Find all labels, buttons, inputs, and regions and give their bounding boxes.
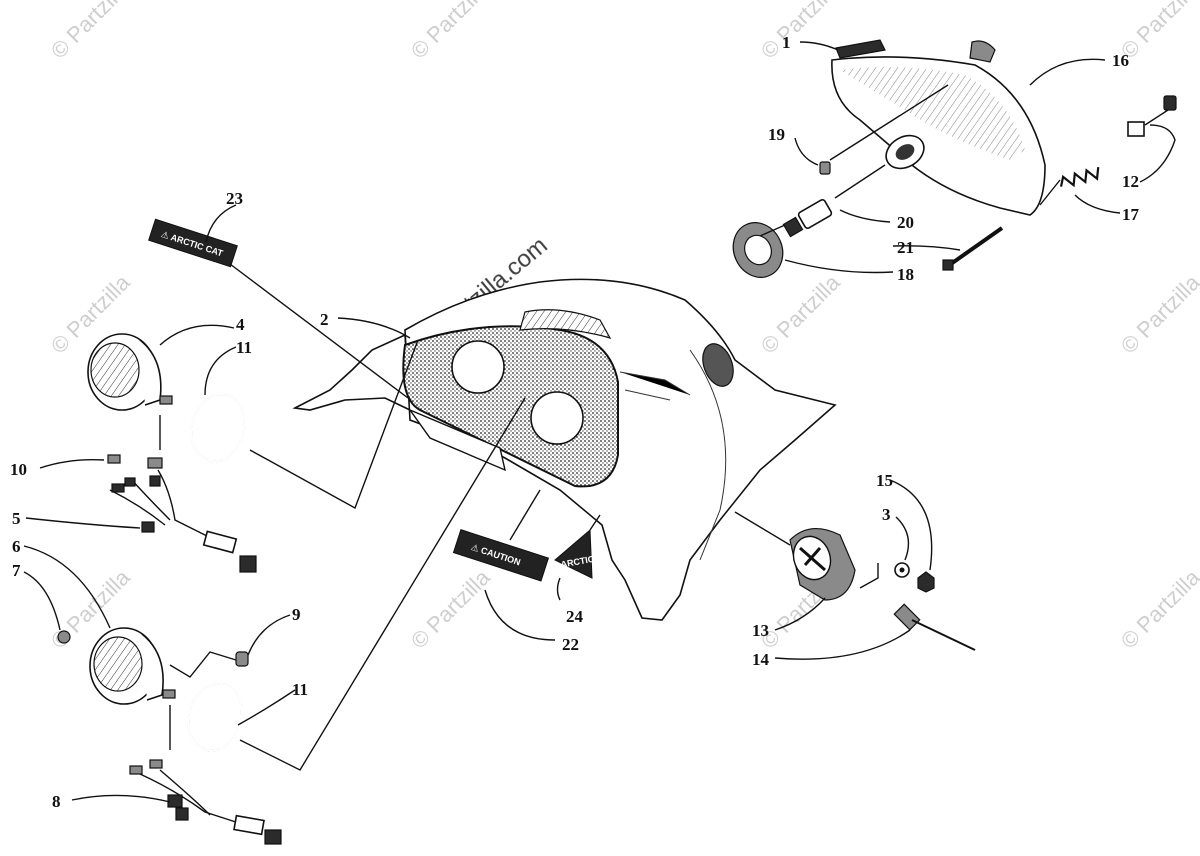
bezel-ring-part-11-upper [190, 393, 246, 463]
callout-20: 20 [897, 213, 914, 232]
callout-15: 15 [876, 471, 893, 490]
bulb-part-20 [782, 199, 833, 238]
nut-part-15 [917, 571, 935, 593]
callout-21: 21 [897, 238, 914, 257]
bezel-ring-part-11-lower [187, 682, 243, 752]
instrument-panel-hood [292, 278, 837, 621]
callout-19: 19 [768, 125, 785, 144]
callout-1: 1 [782, 33, 791, 52]
callout-11-lower: 11 [292, 680, 308, 699]
headlight-assembly [732, 39, 1177, 278]
callout-13: 13 [752, 621, 769, 640]
watermark-text: © Partzilla [46, 0, 135, 64]
callout-9: 9 [292, 605, 301, 624]
mount-tab [969, 40, 996, 63]
callout-14: 14 [752, 650, 770, 669]
callout-22: 22 [562, 635, 579, 654]
callout-3: 3 [882, 505, 891, 524]
leader-lines [23, 41, 1176, 803]
callout-11-upper: 11 [236, 338, 252, 357]
callout-2: 2 [320, 310, 329, 329]
watermark-text: © Partzilla [1116, 564, 1200, 653]
watermark-text: © Partzilla [1116, 269, 1200, 358]
callout-8: 8 [52, 792, 61, 811]
bulb-part-9 [235, 651, 249, 667]
callout-18: 18 [897, 265, 914, 284]
callout-24: 24 [566, 607, 584, 626]
callout-5: 5 [12, 509, 21, 528]
callout-6: 6 [12, 537, 21, 556]
watermark-text: © Partzilla [756, 0, 845, 64]
part-12-plate [1127, 121, 1145, 137]
screw-part-19 [819, 161, 831, 175]
nut-part-7 [57, 630, 71, 644]
watermark-text: © Partzilla [406, 564, 495, 653]
gauge-part-6 [89, 627, 176, 705]
harness-part-5 [107, 454, 257, 573]
bolt-part-21 [942, 259, 954, 271]
callout-12: 12 [1122, 172, 1139, 191]
callout-16: 16 [1112, 51, 1129, 70]
knob-part-13 [789, 528, 856, 601]
decal-part-24: ARCTIC [554, 528, 596, 579]
callout-10: 10 [10, 460, 27, 479]
watermark-text: © Partzilla [756, 269, 845, 358]
cap-part-18 [732, 222, 784, 278]
callout-4: 4 [236, 315, 245, 334]
part-12-clip [1163, 95, 1177, 111]
harness-part-8 [129, 759, 282, 845]
callout-17: 17 [1122, 205, 1140, 224]
callout-23: 23 [226, 189, 243, 208]
cable-part-14 [893, 603, 976, 651]
callout-labels: 1 16 19 12 23 20 17 21 18 2 4 11 10 15 3… [10, 33, 1140, 811]
watermark-text: © Partzilla [406, 0, 495, 64]
bracket-part-1 [835, 39, 886, 59]
spring-part-17 [1059, 166, 1100, 188]
gauge-part-4 [87, 333, 173, 411]
callout-7: 7 [12, 561, 21, 580]
decal-part-23: ⚠ ARCTIC CAT [148, 218, 238, 268]
